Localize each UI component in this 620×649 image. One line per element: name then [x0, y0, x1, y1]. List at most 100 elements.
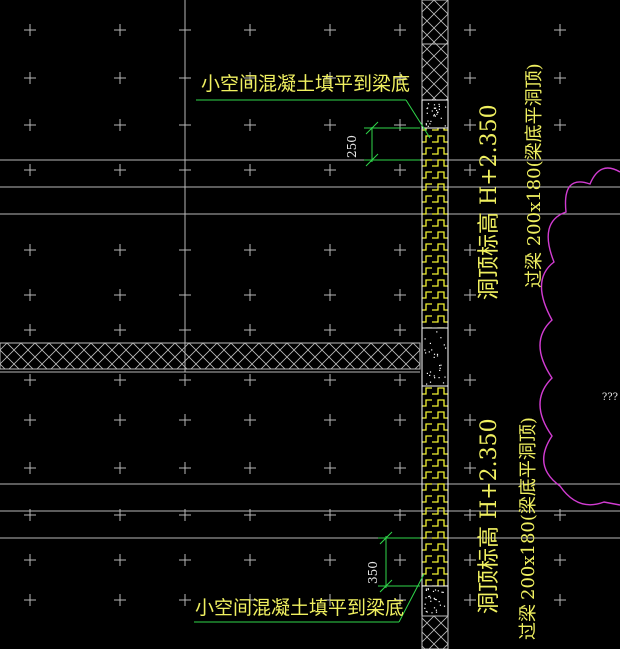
opening-top-elevation-lower: 洞顶标高 H+2.350 [477, 418, 502, 614]
grid-cross [179, 119, 191, 131]
concrete-speckle [430, 600, 432, 602]
concrete-speckle [437, 590, 439, 592]
grid-cross [394, 72, 406, 84]
grid-cross [324, 289, 336, 301]
concrete-speckle [435, 609, 437, 611]
concrete-speckle [439, 364, 441, 367]
lintel-note-lower-dimensions: 200x180(梁底平洞顶) [518, 417, 539, 600]
concrete-speckle [429, 374, 431, 376]
concrete-speckle [426, 112, 428, 114]
lintel-note-upper: 过梁 200x180(梁底平洞顶) [524, 63, 545, 288]
grid-cross [24, 462, 36, 474]
grid-cross [324, 244, 336, 256]
concrete-speckle [433, 353, 436, 355]
grid-cross [179, 244, 191, 256]
grid-cross [114, 164, 126, 176]
concrete-speckle [444, 125, 446, 127]
grid-cross [179, 164, 191, 176]
concrete-speckle [428, 595, 430, 598]
concrete-speckle [439, 604, 441, 606]
concrete-speckle [433, 114, 435, 116]
grid-cross [114, 24, 126, 36]
fill-note-top-leader [196, 99, 431, 139]
grid-cross [554, 554, 566, 566]
grid-cross [554, 594, 566, 606]
grid-cross [464, 414, 476, 426]
concrete-speckle [434, 589, 437, 591]
grid-cross [114, 324, 126, 336]
concrete-speckle [444, 376, 446, 378]
snap-grid-crosses [24, 24, 566, 606]
concrete-speckle [427, 589, 429, 591]
wall-section [421, 43, 449, 649]
concrete-speckle [427, 120, 429, 122]
concrete-speckle [434, 115, 436, 117]
grid-cross [114, 414, 126, 426]
grid-cross [114, 554, 126, 566]
grid-cross [464, 374, 476, 386]
grid-cross [179, 509, 191, 521]
grid-cross [24, 119, 36, 131]
grid-cross [394, 164, 406, 176]
concrete-speckle [436, 355, 439, 357]
grid-cross [324, 164, 336, 176]
grid-cross [24, 24, 36, 36]
grid-cross [554, 72, 566, 84]
concrete-speckle [431, 349, 433, 351]
dimension-350-label: 350 [366, 561, 380, 584]
grid-cross [324, 24, 336, 36]
concrete-speckle [439, 369, 441, 371]
grid-cross [324, 414, 336, 426]
concrete-speckle [440, 117, 442, 119]
concrete-speckle [434, 377, 436, 379]
grid-cross [324, 324, 336, 336]
concrete-speckle [429, 595, 431, 597]
grid-cross [244, 24, 256, 36]
concrete-speckle [426, 372, 428, 374]
concrete-speckle [428, 351, 430, 353]
grid-cross [464, 72, 476, 84]
grid-cross [394, 594, 406, 606]
grid-cross [324, 594, 336, 606]
concrete-speckle [445, 106, 447, 108]
grid-cross [24, 414, 36, 426]
concrete-speckle [440, 364, 442, 366]
concrete-speckle [435, 599, 437, 601]
fill-note-bottom-leader [194, 573, 425, 623]
concrete-speckle [425, 610, 427, 613]
concrete-speckle [424, 607, 426, 609]
grid-cross [464, 164, 476, 176]
concrete-speckle [433, 356, 435, 358]
horizontal-beam-hatch [0, 342, 421, 370]
grid-cross [244, 374, 256, 386]
grid-cross [114, 72, 126, 84]
column-hatch-top [421, 0, 449, 45]
concrete-speckle [433, 607, 436, 609]
grid-cross [464, 289, 476, 301]
concrete-speckle [434, 107, 436, 109]
grid-cross [179, 462, 191, 474]
grid-cross [24, 244, 36, 256]
concrete-speckle [429, 371, 432, 373]
grid-cross [24, 289, 36, 301]
concrete-speckle [438, 108, 440, 110]
grid-cross [24, 72, 36, 84]
concrete-speckle [437, 111, 439, 113]
cloud-label: ??? [602, 392, 618, 403]
grid-cross [179, 24, 191, 36]
grid-cross [244, 554, 256, 566]
concrete-speckle [427, 588, 429, 590]
grid-cross [179, 414, 191, 426]
grid-cross [114, 462, 126, 474]
concrete-speckle [433, 375, 435, 377]
grid-cross [394, 554, 406, 566]
concrete-speckle [425, 124, 427, 126]
grid-cross [394, 289, 406, 301]
grid-cross [244, 72, 256, 84]
grid-cross [324, 462, 336, 474]
masonry-wall-upper [421, 127, 449, 329]
concrete-speckle [425, 588, 427, 590]
grid-cross [464, 462, 476, 474]
grid-cross [324, 374, 336, 386]
